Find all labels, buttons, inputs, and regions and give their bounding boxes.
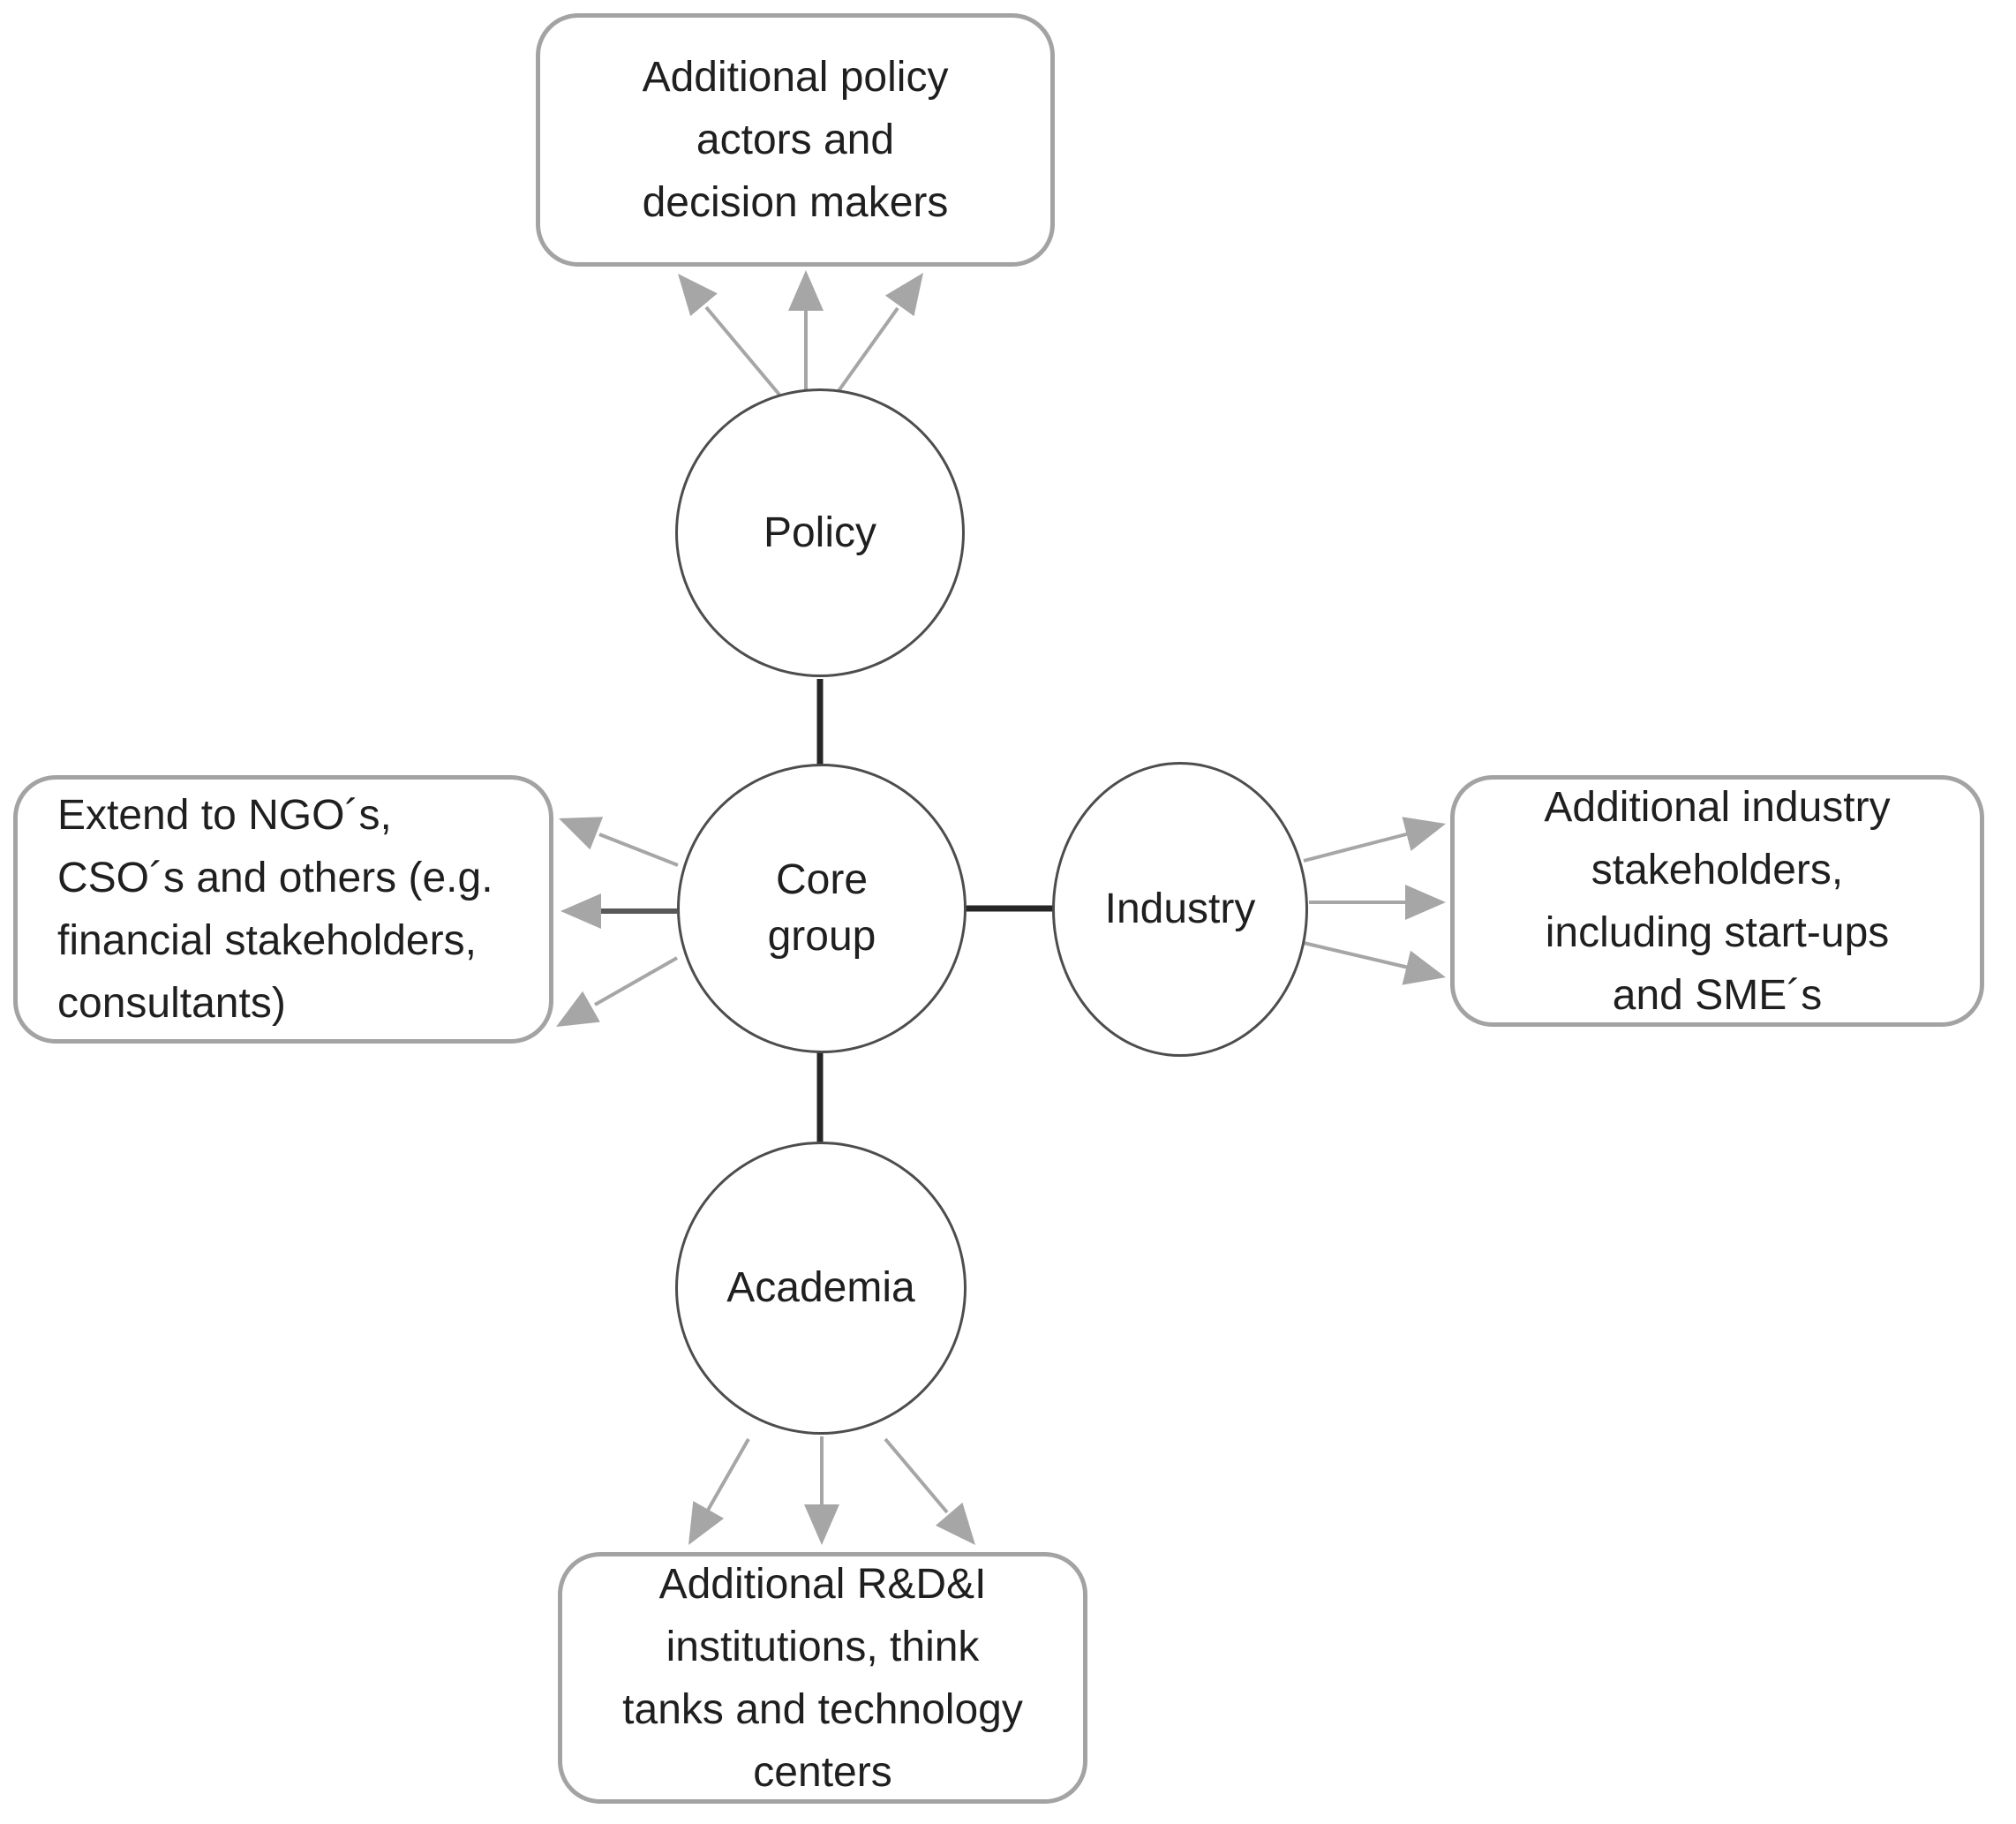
arrow-policy-to-box-left bbox=[678, 274, 781, 396]
arrow-academia-to-box-left bbox=[688, 1438, 750, 1545]
node-academia: Academia bbox=[675, 1142, 967, 1435]
arrow-core-to-box-lower bbox=[556, 956, 678, 1027]
box-additional-industry-stakeholders: Additional industry stakeholders, includ… bbox=[1450, 775, 1984, 1027]
box-text-line: and SME´s bbox=[1612, 971, 1823, 1019]
node-industry: Industry bbox=[1052, 762, 1308, 1057]
box-text-line: financial stakeholders, bbox=[57, 917, 477, 964]
box-additional-rdi-institutions: Additional R&D&I institutions, think tan… bbox=[558, 1552, 1087, 1804]
node-label: Policy bbox=[763, 509, 877, 556]
arrow-industry-to-box-upper bbox=[1303, 817, 1446, 863]
arrow-industry-to-box-middle bbox=[1309, 885, 1446, 920]
arrow-policy-to-box-middle bbox=[788, 270, 824, 393]
box-extend-ngo-cso: Extend to NGO´s, CSO´s and others (e.g. … bbox=[13, 775, 553, 1044]
arrow-core-to-box-upper bbox=[559, 817, 679, 867]
node-label: Core group bbox=[767, 856, 876, 960]
arrow-academia-to-box-right bbox=[884, 1437, 975, 1545]
box-text-line: consultants) bbox=[57, 980, 286, 1027]
box-text-line: Additional policy bbox=[642, 54, 949, 101]
node-policy: Policy bbox=[675, 388, 965, 677]
arrow-policy-to-box-right bbox=[834, 273, 923, 396]
box-text-line: CSO´s and others (e.g. bbox=[57, 855, 493, 901]
node-core-group: Core group bbox=[677, 764, 967, 1053]
box-text-line: centers bbox=[753, 1748, 892, 1796]
arrow-academia-to-box-middle bbox=[804, 1436, 839, 1545]
box-text-line: actors and bbox=[696, 117, 895, 163]
box-additional-policy-actors: Additional policy actors and decision ma… bbox=[536, 13, 1055, 267]
box-text-line: decision makers bbox=[642, 179, 949, 226]
box-text-line: tanks and technology bbox=[622, 1685, 1023, 1733]
box-text-line: Additional R&D&I bbox=[658, 1560, 987, 1608]
box-text-line: including start-ups bbox=[1545, 908, 1890, 956]
node-label: Academia bbox=[726, 1264, 915, 1311]
box-text-line: stakeholders, bbox=[1591, 846, 1844, 893]
node-label: Industry bbox=[1104, 886, 1256, 932]
box-text-line: Extend to NGO´s, bbox=[57, 792, 392, 839]
arrow-core-to-box-middle bbox=[560, 893, 677, 929]
box-text-line: institutions, think bbox=[666, 1623, 980, 1670]
box-text-line: Additional industry bbox=[1544, 783, 1891, 831]
arrow-industry-to-box-lower bbox=[1303, 941, 1446, 985]
